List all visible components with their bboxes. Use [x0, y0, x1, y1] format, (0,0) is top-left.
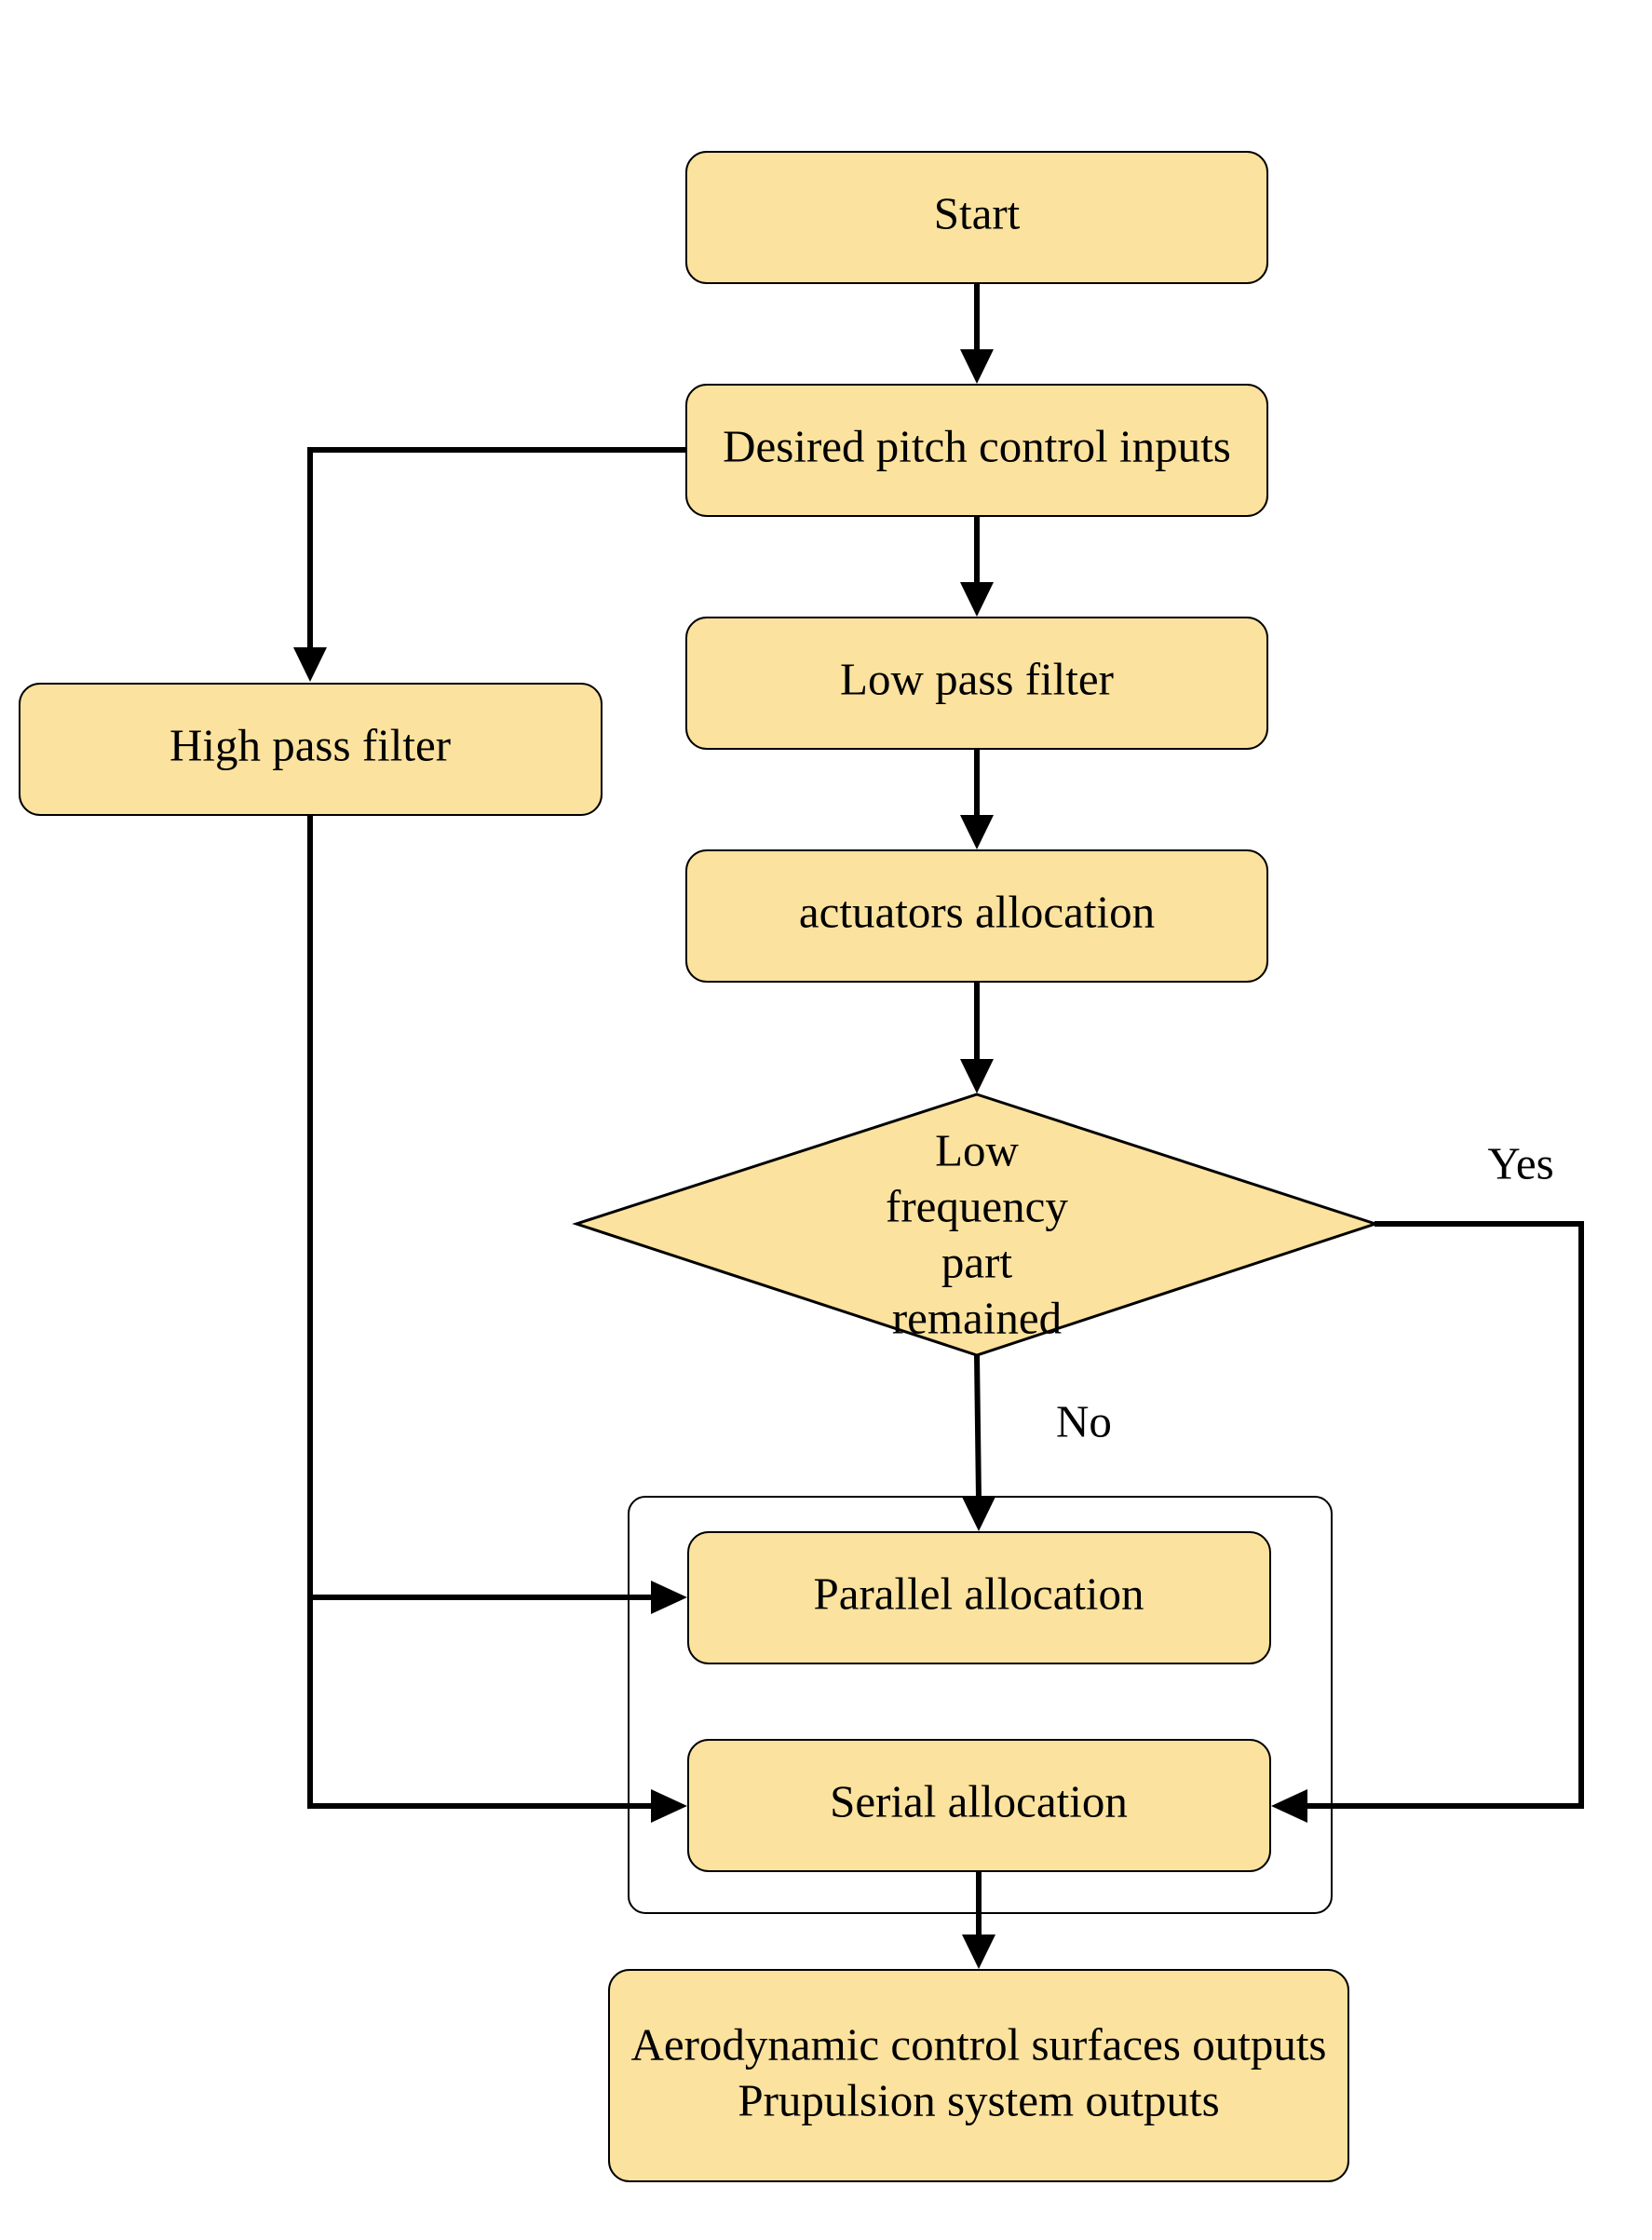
- arrowhead-highpass-to-parallel: [651, 1581, 687, 1614]
- high-pass-filter-node: High pass filter: [19, 683, 603, 816]
- high-pass-filter-node-box: [19, 683, 603, 816]
- arrowhead-inputs-to-lowpass: [960, 582, 994, 617]
- arrowhead-serial-to-outputs: [962, 1935, 995, 1969]
- decision-node-line-2: frequency: [886, 1180, 1068, 1231]
- arrowhead-decision-no: [962, 1497, 995, 1531]
- outputs-node-line-2: Prupulsion system outputs: [738, 2074, 1219, 2125]
- decision-node-line-4: remained: [892, 1292, 1062, 1343]
- serial-allocation-node-label: Serial allocation: [830, 1775, 1128, 1826]
- parallel-allocation-node: Parallel allocation: [687, 1531, 1271, 1664]
- outputs-node: Aerodynamic control surfaces outputs Pru…: [608, 1969, 1349, 2182]
- arrowhead-start-to-inputs: [960, 349, 994, 384]
- start-node: Start: [685, 151, 1268, 284]
- low-pass-filter-node: Low pass filter: [685, 617, 1268, 750]
- actuators-allocation-node-box: [685, 849, 1268, 983]
- edge-highpass-to-serial: [307, 814, 654, 1809]
- decision-node-line-1: Low: [935, 1124, 1019, 1175]
- actuators-allocation-node-label: actuators allocation: [799, 886, 1155, 937]
- desired-inputs-node-box: [685, 384, 1268, 517]
- edge-decision-no-to-parallel: [974, 1354, 982, 1500]
- arrowhead-decision-yes: [1271, 1789, 1307, 1823]
- desired-inputs-node-label: Desired pitch control inputs: [723, 420, 1231, 471]
- serial-allocation-node: Serial allocation: [687, 1739, 1271, 1872]
- outputs-node-line-1: Aerodynamic control surfaces outputs: [630, 2018, 1326, 2070]
- arrowhead-actuators-to-decision: [960, 1059, 994, 1093]
- edge-inputs-to-highpass: [307, 447, 686, 650]
- decision-node-diamond: [572, 1093, 1380, 1357]
- yes-edge-label: Yes: [1487, 1137, 1553, 1188]
- start-node-label: Start: [934, 187, 1021, 238]
- parallel-allocation-node-label: Parallel allocation: [813, 1568, 1144, 1619]
- desired-inputs-node: Desired pitch control inputs: [685, 384, 1268, 517]
- parallel-allocation-node-box: [687, 1531, 1271, 1664]
- low-pass-filter-node-label: Low pass filter: [840, 653, 1114, 704]
- start-node-box: [685, 151, 1268, 284]
- low-pass-filter-node-box: [685, 617, 1268, 750]
- decision-node-line-3: part: [941, 1236, 1013, 1287]
- outputs-node-box: [608, 1969, 1349, 2182]
- high-pass-filter-node-label: High pass filter: [169, 719, 451, 770]
- arrowhead-lowpass-to-actuators: [960, 815, 994, 849]
- serial-allocation-node-box: [687, 1739, 1271, 1872]
- arrowhead-highpass-to-serial: [651, 1789, 687, 1823]
- arrowhead-inputs-to-highpass: [293, 647, 327, 682]
- edge-decision-yes-to-serial: [1304, 1221, 1584, 1809]
- decision-node: Low frequency part remained: [572, 1093, 1380, 1357]
- actuators-allocation-node: actuators allocation: [685, 849, 1268, 983]
- no-edge-label: No: [1056, 1395, 1112, 1446]
